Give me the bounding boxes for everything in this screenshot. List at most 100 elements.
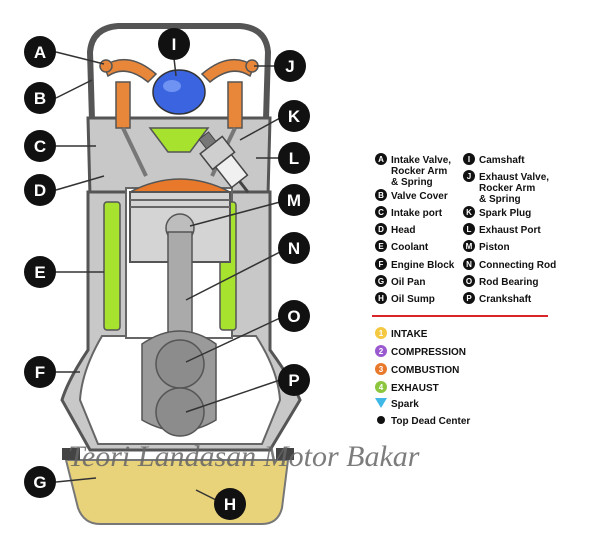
legend-item-I: I Camshaft xyxy=(463,153,525,166)
legend-item-L: L Exhaust Port xyxy=(463,223,541,236)
legend-item-P: P Crankshaft xyxy=(463,292,532,305)
legend-item-J: J Exhaust Valve, Rocker Arm & Spring xyxy=(463,170,549,205)
svg-text:P: P xyxy=(466,294,472,303)
svg-text:I: I xyxy=(172,35,177,54)
svg-text:Exhaust Valve,: Exhaust Valve, xyxy=(479,172,549,183)
svg-text:Oil Sump: Oil Sump xyxy=(391,294,435,305)
legend-item-E: E Coolant xyxy=(375,240,429,253)
callout-B: B xyxy=(24,82,56,114)
svg-text:4: 4 xyxy=(379,383,384,392)
stroke-item-combustion: 3 COMBUSTION xyxy=(375,363,459,376)
callout-J: J xyxy=(274,50,306,82)
svg-text:J: J xyxy=(285,57,294,76)
svg-text:P: P xyxy=(288,371,299,390)
svg-text:M: M xyxy=(466,242,473,251)
piston-crown xyxy=(129,178,231,193)
svg-text:& Spring: & Spring xyxy=(479,194,521,205)
svg-text:Rod Bearing: Rod Bearing xyxy=(479,277,538,288)
intake-valve-assembly xyxy=(99,58,158,177)
svg-text:EXHAUST: EXHAUST xyxy=(391,383,439,394)
svg-text:& Spring: & Spring xyxy=(391,177,433,188)
legend-item-A: A Intake Valve, Rocker Arm & Spring xyxy=(375,153,451,188)
svg-text:Valve Cover: Valve Cover xyxy=(391,191,448,202)
spark-legend-item: Spark xyxy=(375,398,419,410)
svg-text:Engine Block: Engine Block xyxy=(391,260,455,271)
svg-text:Camshaft: Camshaft xyxy=(479,155,525,166)
callout-C: C xyxy=(24,130,56,162)
svg-text:J: J xyxy=(467,172,471,181)
svg-text:C: C xyxy=(34,137,46,156)
svg-text:N: N xyxy=(466,260,472,269)
svg-text:O: O xyxy=(287,307,300,326)
svg-text:Connecting Rod: Connecting Rod xyxy=(479,260,556,271)
callout-O: O xyxy=(278,300,310,332)
tdc-legend-item: Top Dead Center xyxy=(377,416,470,427)
engine-body xyxy=(60,23,302,525)
legend-item-O: O Rod Bearing xyxy=(463,275,538,288)
svg-text:Intake port: Intake port xyxy=(391,208,443,219)
callout-A: A xyxy=(24,36,56,68)
callout-N: N xyxy=(278,232,310,264)
svg-text:D: D xyxy=(34,181,46,200)
svg-text:B: B xyxy=(378,191,384,200)
callout-M: M xyxy=(278,184,310,216)
svg-text:Piston: Piston xyxy=(479,242,510,253)
svg-text:Rocker Arm: Rocker Arm xyxy=(479,183,535,194)
svg-text:A: A xyxy=(378,155,384,164)
callout-P: P xyxy=(278,364,310,396)
svg-text:E: E xyxy=(34,263,45,282)
parts-legend: A Intake Valve, Rocker Arm & Spring B Va… xyxy=(375,153,556,305)
svg-text:I: I xyxy=(468,155,470,164)
svg-text:1: 1 xyxy=(379,329,384,338)
svg-text:COMBUSTION: COMBUSTION xyxy=(391,365,459,376)
svg-text:H: H xyxy=(378,294,384,303)
stroke-item-exhaust: 4 EXHAUST xyxy=(375,381,439,394)
svg-text:O: O xyxy=(466,277,472,286)
svg-text:Exhaust Port: Exhaust Port xyxy=(479,225,541,236)
svg-text:Intake Valve,: Intake Valve, xyxy=(391,155,451,166)
svg-text:COMPRESSION: COMPRESSION xyxy=(391,347,466,358)
svg-text:B: B xyxy=(34,89,46,108)
pan-flange-right xyxy=(276,448,294,460)
tdc-dot-icon xyxy=(377,416,385,424)
svg-text:Top Dead Center: Top Dead Center xyxy=(391,416,470,427)
svg-text:D: D xyxy=(378,225,384,234)
coolant-left xyxy=(103,201,121,331)
legend-item-M: M Piston xyxy=(463,240,510,253)
combustion-chamber xyxy=(148,127,210,153)
legend-item-B: B Valve Cover xyxy=(375,189,448,202)
watermark-text: Teori Landasan Motor Bakar xyxy=(68,440,420,473)
svg-text:Coolant: Coolant xyxy=(391,242,429,253)
svg-text:M: M xyxy=(287,191,301,210)
svg-text:G: G xyxy=(378,277,384,286)
svg-text:A: A xyxy=(34,43,46,62)
svg-text:Spark Plug: Spark Plug xyxy=(479,208,531,219)
legend-item-C: C Intake port xyxy=(375,206,443,219)
legend-item-N: N Connecting Rod xyxy=(463,258,556,271)
callout-D: D xyxy=(24,174,56,206)
svg-text:Crankshaft: Crankshaft xyxy=(479,294,532,305)
svg-text:K: K xyxy=(466,208,472,217)
svg-text:K: K xyxy=(288,107,301,126)
svg-text:E: E xyxy=(378,242,384,251)
svg-text:L: L xyxy=(467,225,472,234)
spark-triangle-icon xyxy=(375,398,387,408)
svg-text:L: L xyxy=(289,149,299,168)
camshaft xyxy=(152,69,206,115)
callout-K: K xyxy=(278,100,310,132)
legend-item-K: K Spark Plug xyxy=(463,206,531,219)
callout-L: L xyxy=(278,142,310,174)
svg-text:N: N xyxy=(288,239,300,258)
legend-item-G: G Oil Pan xyxy=(375,275,425,288)
rod-bearing xyxy=(155,339,205,389)
stroke-legend: 1 INTAKE 2 COMPRESSION 3 COMBUSTION 4 EX… xyxy=(375,327,470,427)
legend-item-F: F Engine Block xyxy=(375,258,455,271)
svg-text:G: G xyxy=(33,473,46,492)
connecting-rod xyxy=(167,231,193,343)
callout-F: F xyxy=(24,356,56,388)
svg-text:F: F xyxy=(35,363,45,382)
leader-lines xyxy=(55,51,281,501)
svg-text:Spark: Spark xyxy=(391,399,419,410)
svg-text:Head: Head xyxy=(391,225,415,236)
